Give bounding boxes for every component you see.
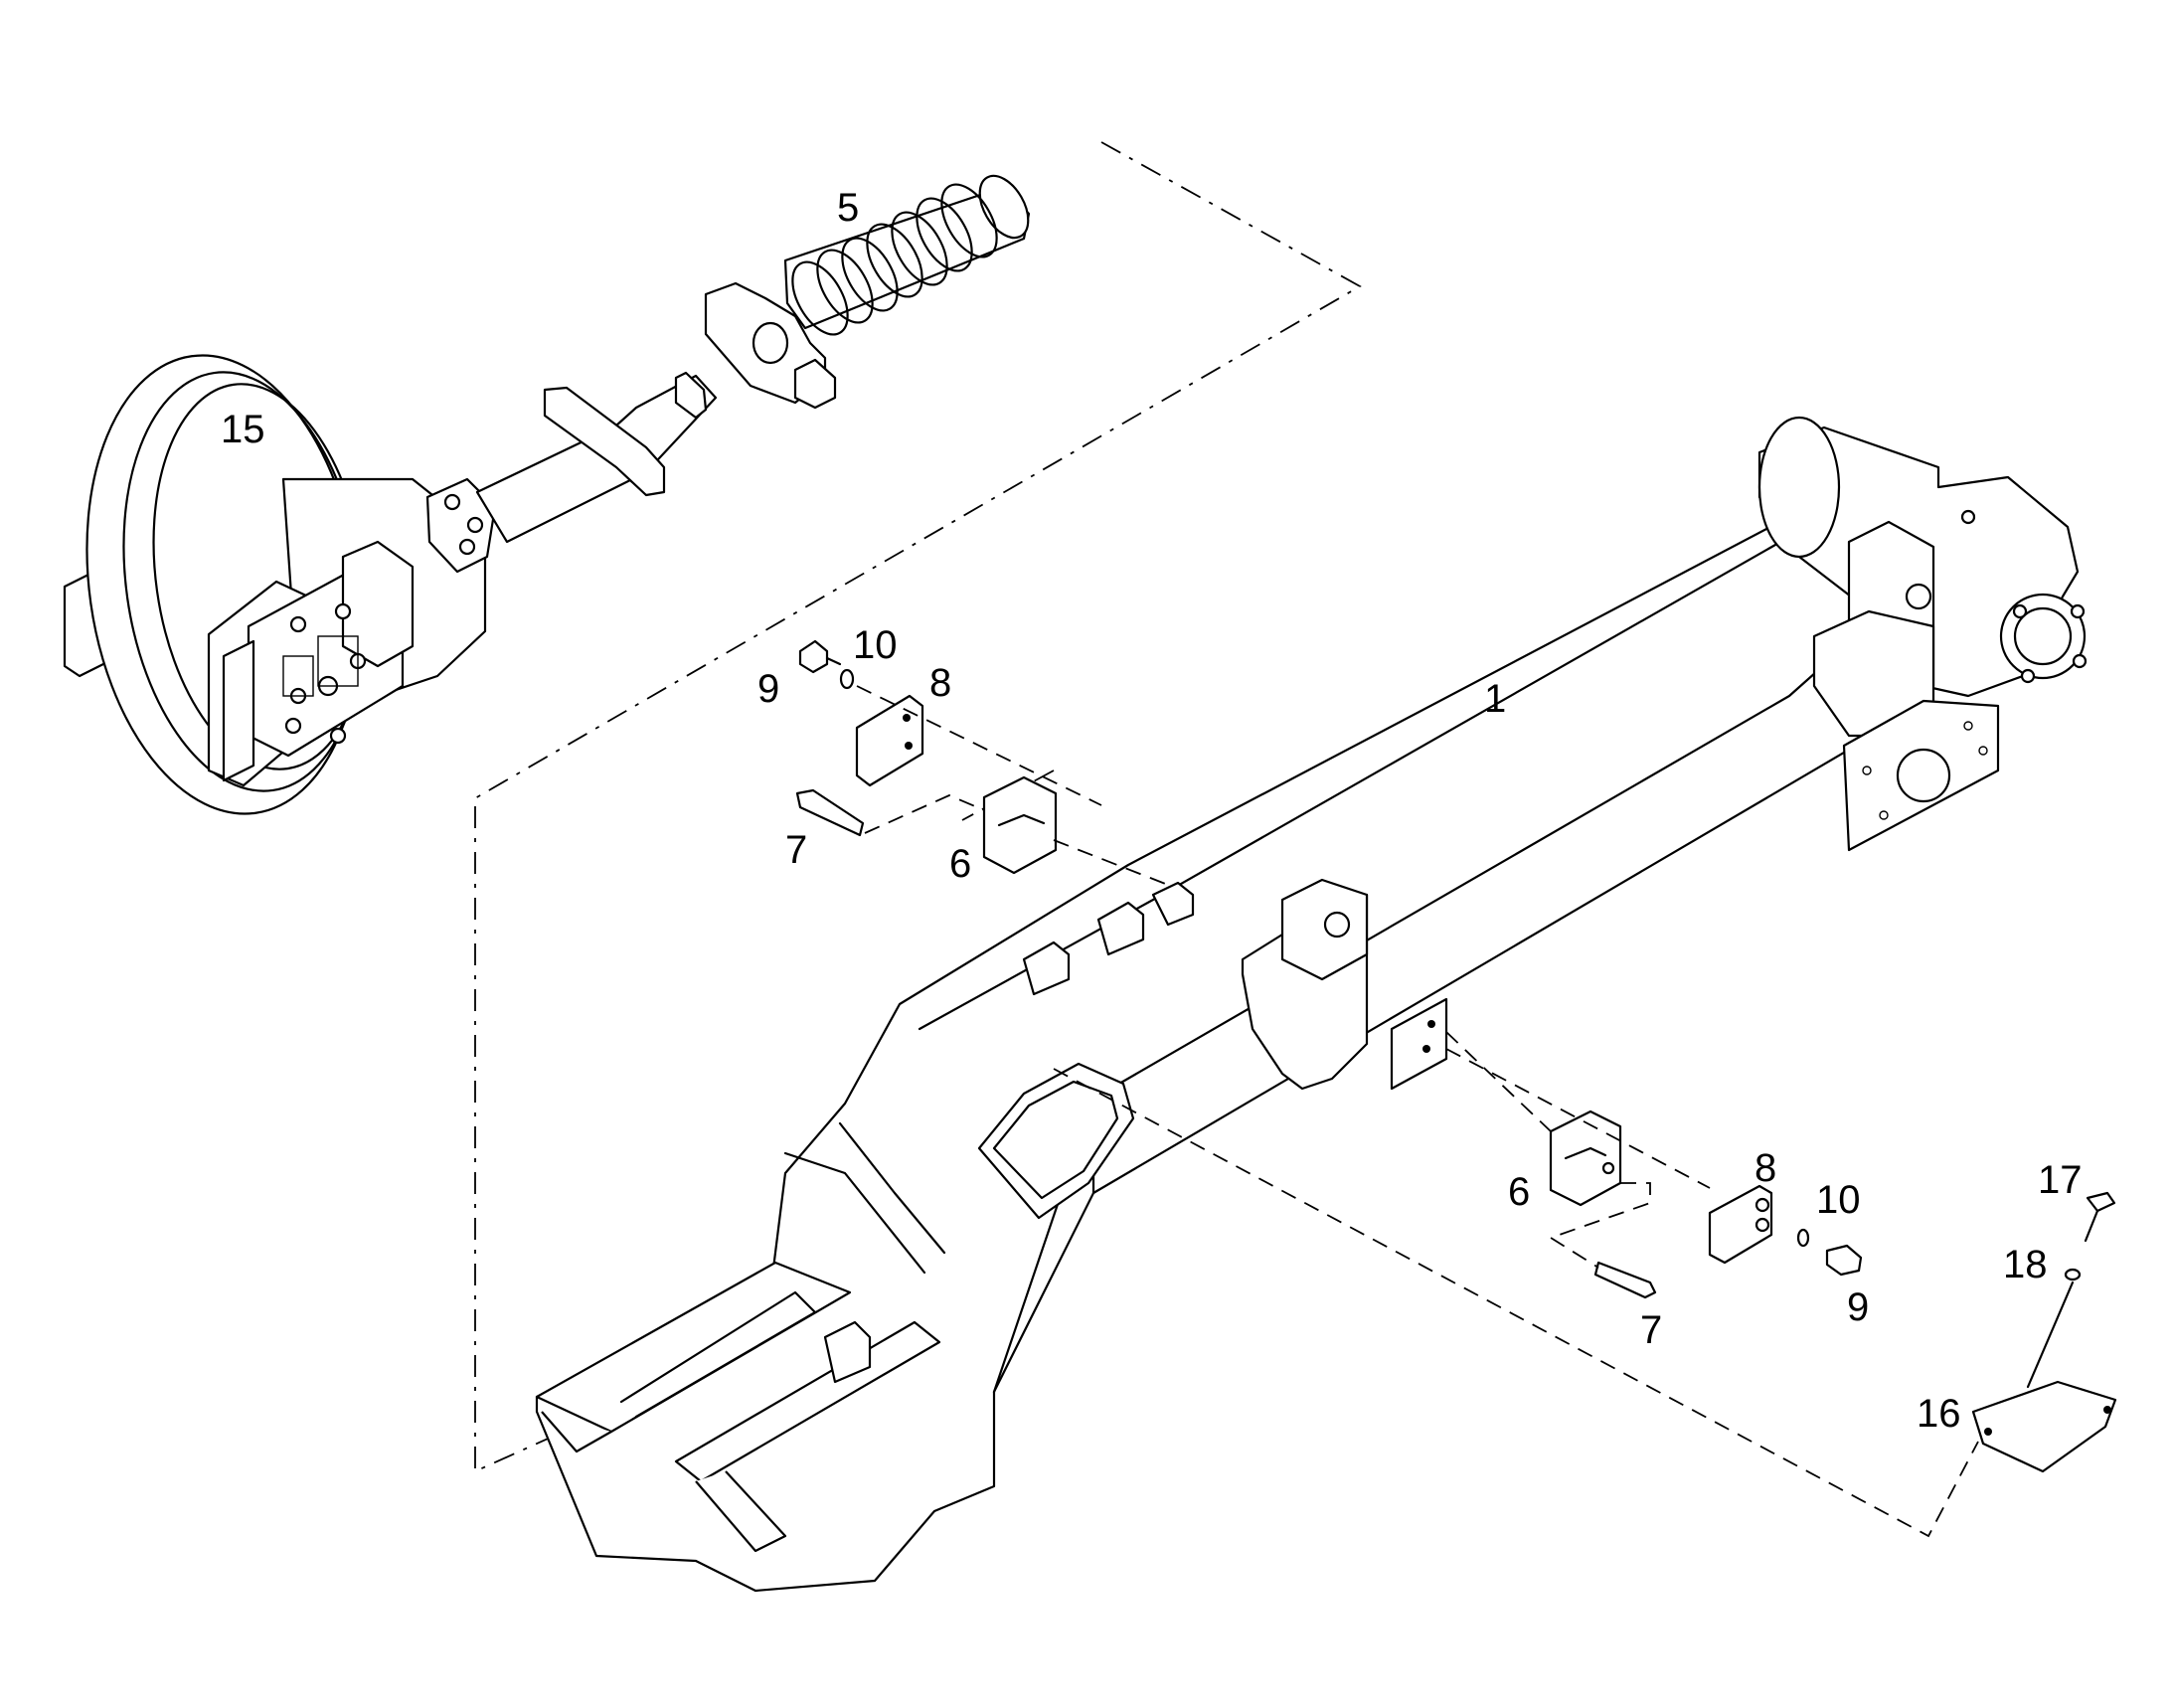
- hardware-upper: [795, 639, 1169, 886]
- callout-plate-lower: 8: [1755, 1146, 1776, 1190]
- callout-cover-screw: 17: [2038, 1158, 2083, 1202]
- callout-plate-upper: 8: [929, 661, 951, 705]
- hardware-lower: [1053, 1031, 1979, 1538]
- callout-cover-washer: 18: [2003, 1243, 2048, 1286]
- callout-bolt-upper: 7: [785, 828, 807, 872]
- callout-frame: 1: [1484, 677, 1506, 721]
- callout-screw-lower: 9: [1847, 1285, 1869, 1329]
- callout-bolt-lower: 7: [1640, 1308, 1662, 1352]
- callout-guide-block-lower: 6: [1508, 1170, 1530, 1214]
- idler-assembly: [63, 354, 718, 815]
- track-frame: [535, 416, 2088, 1593]
- callout-screw-upper: 9: [757, 667, 779, 711]
- callout-labels: 1 5 15 6 7 8 9 10 6 7 8 9 10 16 17 18: [221, 186, 2083, 1436]
- callout-spring: 5: [837, 186, 859, 230]
- callout-cover-plate: 16: [1917, 1392, 1961, 1436]
- callout-idler: 15: [221, 408, 265, 451]
- recoil-spring: [704, 174, 1031, 410]
- callout-washer-lower: 10: [1816, 1178, 1861, 1222]
- callout-washer-upper: 10: [853, 623, 898, 667]
- cover-plate-assembly: [1971, 1191, 2117, 1473]
- callout-guide-block-upper: 6: [949, 842, 971, 886]
